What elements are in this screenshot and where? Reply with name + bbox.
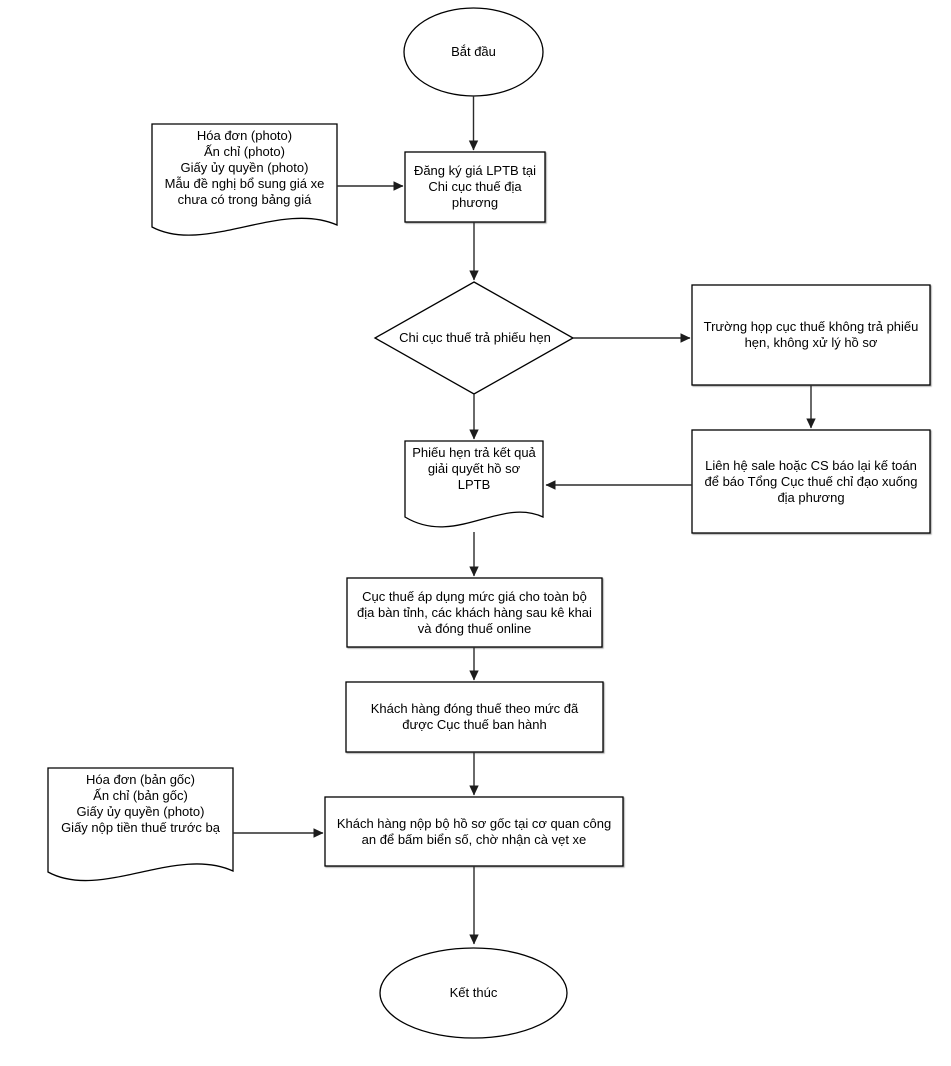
connector-arrows xyxy=(233,96,816,945)
decision-receipt-node: Chi cục thuế trả phiếu hẹn xyxy=(377,282,573,394)
end-ellipse-shape xyxy=(379,947,568,1039)
apply-price-all-box-shape xyxy=(346,577,603,648)
receipt-result-document-shape xyxy=(404,440,544,528)
input-docs-photo-node: Hóa đơn (photo) Ấn chỉ (photo) Giấy ủy q… xyxy=(152,126,337,226)
customer-pay-tax-box-shape xyxy=(345,681,604,753)
customer-pay-tax-label: Khách hàng đóng thuế theo mức đã được Cụ… xyxy=(370,701,579,732)
apply-price-all-node: Cục thuế áp dụng mức giá cho toàn bộ địa… xyxy=(347,578,602,647)
original-docs-label: Hóa đơn (bản gốc) Ấn chỉ (bản gốc) Giấy … xyxy=(61,772,220,835)
end-node-label: Kết thúc xyxy=(449,985,498,1000)
case-no-receipt-box-shape xyxy=(691,284,931,386)
case-no-receipt-label: Trường họp cục thuế không trả phiếu hẹn,… xyxy=(703,319,919,350)
start-node-label: Bắt đầu xyxy=(451,44,496,59)
submit-police-box-shape xyxy=(324,796,624,867)
start-node: Bắt đầu xyxy=(404,8,543,96)
register-lptb-node: Đăng ký giá LPTB tại Chi cục thuế địa ph… xyxy=(405,152,545,222)
end-node: Kết thúc xyxy=(380,948,567,1038)
contact-sale-cs-label: Liên hệ sale hoặc CS báo lại kế toán để … xyxy=(704,457,918,505)
submit-police-node: Khách hàng nộp bộ hồ sơ gốc tại cơ quan … xyxy=(325,797,623,866)
contact-sale-cs-box-shape xyxy=(691,429,931,534)
register-lptb-box-shape xyxy=(404,151,546,223)
submit-police-label: Khách hàng nộp bộ hồ sơ gốc tại cơ quan … xyxy=(336,815,612,847)
input-docs-photo-label: Hóa đơn (photo) Ấn chỉ (photo) Giấy ủy q… xyxy=(164,128,325,207)
decision-receipt-label: Chi cục thuế trả phiếu hẹn xyxy=(399,330,551,345)
original-docs-document-shape xyxy=(47,767,234,882)
receipt-result-doc-node: Phiếu hẹn trả kết quả giải quyết hồ sơ L… xyxy=(405,443,543,519)
case-no-receipt-node: Trường họp cục thuế không trả phiếu hẹn,… xyxy=(692,285,930,385)
register-lptb-label: Đăng ký giá LPTB tại Chi cục thuế địa ph… xyxy=(413,163,537,210)
customer-pay-tax-node: Khách hàng đóng thuế theo mức đã được Cụ… xyxy=(346,682,603,752)
contact-sale-cs-node: Liên hệ sale hoặc CS báo lại kế toán để … xyxy=(692,430,930,533)
original-docs-node: Hóa đơn (bản gốc) Ấn chỉ (bản gốc) Giấy … xyxy=(48,770,233,874)
receipt-result-doc-label: Phiếu hẹn trả kết quả giải quyết hồ sơ L… xyxy=(412,445,536,492)
apply-price-all-label: Cục thuế áp dụng mức giá cho toàn bộ địa… xyxy=(357,588,592,636)
input-docs-photo-document-shape xyxy=(151,123,338,236)
